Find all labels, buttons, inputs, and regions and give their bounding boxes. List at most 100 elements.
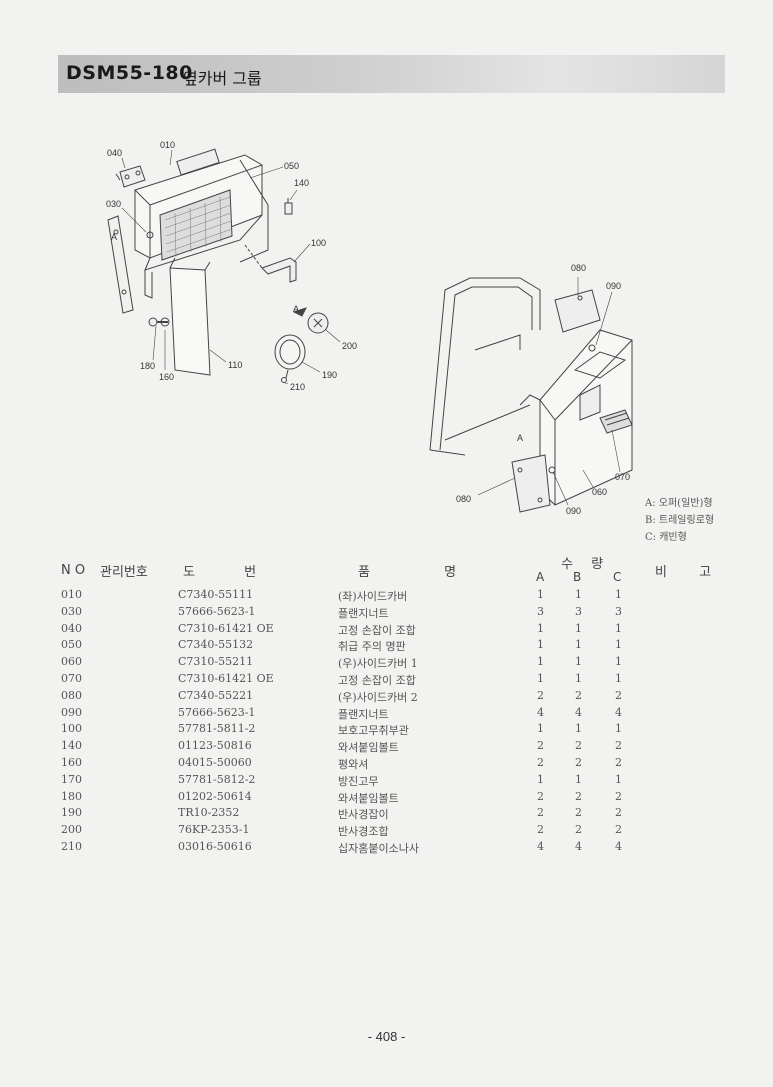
label-050: 050 (284, 161, 299, 171)
legend-c: C: 캐빈형 (645, 532, 687, 543)
qty-c-cell: 2 (615, 688, 622, 702)
drawing-no-cell: C7340-55132 (178, 638, 254, 652)
label-080-top: 080 (571, 263, 586, 273)
qty-a-cell: 1 (537, 722, 544, 736)
part-no-cell: 180 (61, 789, 82, 803)
part-no-cell: 060 (61, 655, 82, 669)
qty-a-cell: 1 (537, 672, 544, 685)
qty-b-cell: 2 (575, 806, 582, 820)
rubber-sheet-110-drawing (169, 257, 211, 376)
left-side-cover-drawing (134, 148, 269, 299)
qty-c-cell: 1 (615, 638, 622, 652)
label-a-right: A (517, 433, 523, 443)
qty-a-cell: 4 (537, 705, 544, 719)
part-no-cell: 080 (61, 688, 82, 702)
drawing-no-cell: 57666-5623-1 (178, 604, 256, 618)
label-030: 030 (106, 199, 121, 209)
qty-b-cell: 4 (575, 705, 582, 719)
qty-c-cell: 1 (615, 722, 622, 736)
qty-c-cell: 3 (615, 604, 622, 618)
header-band (58, 55, 725, 93)
qty-c-cell: 2 (615, 756, 622, 769)
part-no-cell: 200 (61, 823, 82, 837)
part-name-cell: 와셔붙임볼트 (338, 791, 399, 805)
qty-a-cell: 1 (537, 772, 544, 786)
part-name-cell: (좌)사이드카버 (338, 590, 408, 603)
part-no-cell: 070 (61, 672, 82, 685)
qty-c-cell: 1 (615, 655, 622, 669)
label-200: 200 (342, 341, 357, 351)
part-name-cell: (우)사이드카버 2 (338, 690, 418, 704)
part-name-cell: 보호고무취부관 (338, 724, 409, 738)
part-name-cell: 고정 손잡이 조합 (338, 674, 416, 687)
qty-a-cell: 2 (537, 789, 544, 803)
qty-c-cell: 1 (615, 772, 622, 786)
part-name-cell: 와셔붙임볼트 (338, 741, 399, 755)
qty-b-cell: 2 (575, 823, 582, 837)
qty-c-cell: 2 (615, 739, 622, 753)
header-qty-c: C (613, 570, 622, 584)
qty-a-cell: 2 (537, 739, 544, 753)
qty-c-cell: 2 (615, 789, 622, 803)
qty-b-cell: 4 (575, 840, 582, 853)
qty-b-cell: 3 (575, 604, 582, 618)
part-no-cell: 190 (61, 806, 82, 820)
part-name-cell: 플랜지너트 (338, 707, 389, 721)
qty-b-cell: 1 (575, 621, 582, 635)
part-no-cell: 160 (61, 756, 82, 769)
label-090-top: 090 (606, 281, 621, 291)
label-180: 180 (140, 361, 155, 371)
table-row: 050 C7340-55132 취급 주의 명판 1 1 1 (0, 638, 773, 654)
part-name-cell: 평와셔 (338, 758, 369, 771)
label-210: 210 (290, 382, 305, 392)
header-mgmt-no: 관리번호 (100, 565, 148, 580)
label-190: 190 (322, 370, 337, 380)
qty-a-cell: 2 (537, 823, 544, 837)
knob-040-drawing (115, 165, 146, 188)
drawing-no-cell: C7340-55111 (178, 588, 254, 601)
label-160: 160 (159, 372, 174, 382)
part-no-cell: 010 (61, 588, 82, 601)
drawing-no-cell: 76KP-2353-1 (178, 823, 250, 837)
qty-a-cell: 4 (537, 840, 544, 853)
part-name-cell: 반사경조합 (338, 825, 389, 839)
qty-a-cell: 1 (537, 638, 544, 652)
part-no-cell: 030 (61, 604, 82, 618)
label-a-mirror: A (293, 304, 299, 314)
qty-b-cell: 1 (575, 772, 582, 786)
qty-c-cell: 2 (615, 806, 622, 820)
part-name-cell: 고정 손잡이 조합 (338, 623, 416, 637)
qty-c-cell: 1 (615, 588, 622, 601)
label-090-bottom: 090 (566, 506, 581, 516)
label-070: 070 (615, 472, 630, 482)
drawing-no-cell: 04015-50060 (178, 756, 252, 769)
part-name-cell: 십자홈붙이소나사 (338, 842, 419, 855)
part-name-cell: (우)사이드카버 1 (338, 657, 418, 671)
part-name-cell: 취급 주의 명판 (338, 640, 406, 654)
part-no-cell: 050 (61, 638, 82, 652)
drawing-no-cell: C7310-61421 OE (178, 672, 274, 685)
bracket-100-drawing (244, 244, 297, 283)
plate-030-drawing (107, 215, 134, 314)
page-title: DSM55-180 (66, 62, 193, 84)
drawing-no-cell: 01123-50816 (178, 739, 252, 753)
label-010: 010 (160, 140, 175, 150)
qty-a-cell: 2 (537, 806, 544, 820)
part-no-cell: 100 (61, 722, 82, 736)
part-name-cell: 플랜지너트 (338, 606, 389, 620)
qty-b-cell: 1 (575, 638, 582, 652)
qty-a-cell: 2 (537, 756, 544, 769)
header-qty-a: A (536, 570, 545, 584)
diagram-labels: 040 010 050 140 030 A 100 A 180 160 110 … (106, 140, 630, 516)
qty-a-cell: 1 (537, 621, 544, 635)
